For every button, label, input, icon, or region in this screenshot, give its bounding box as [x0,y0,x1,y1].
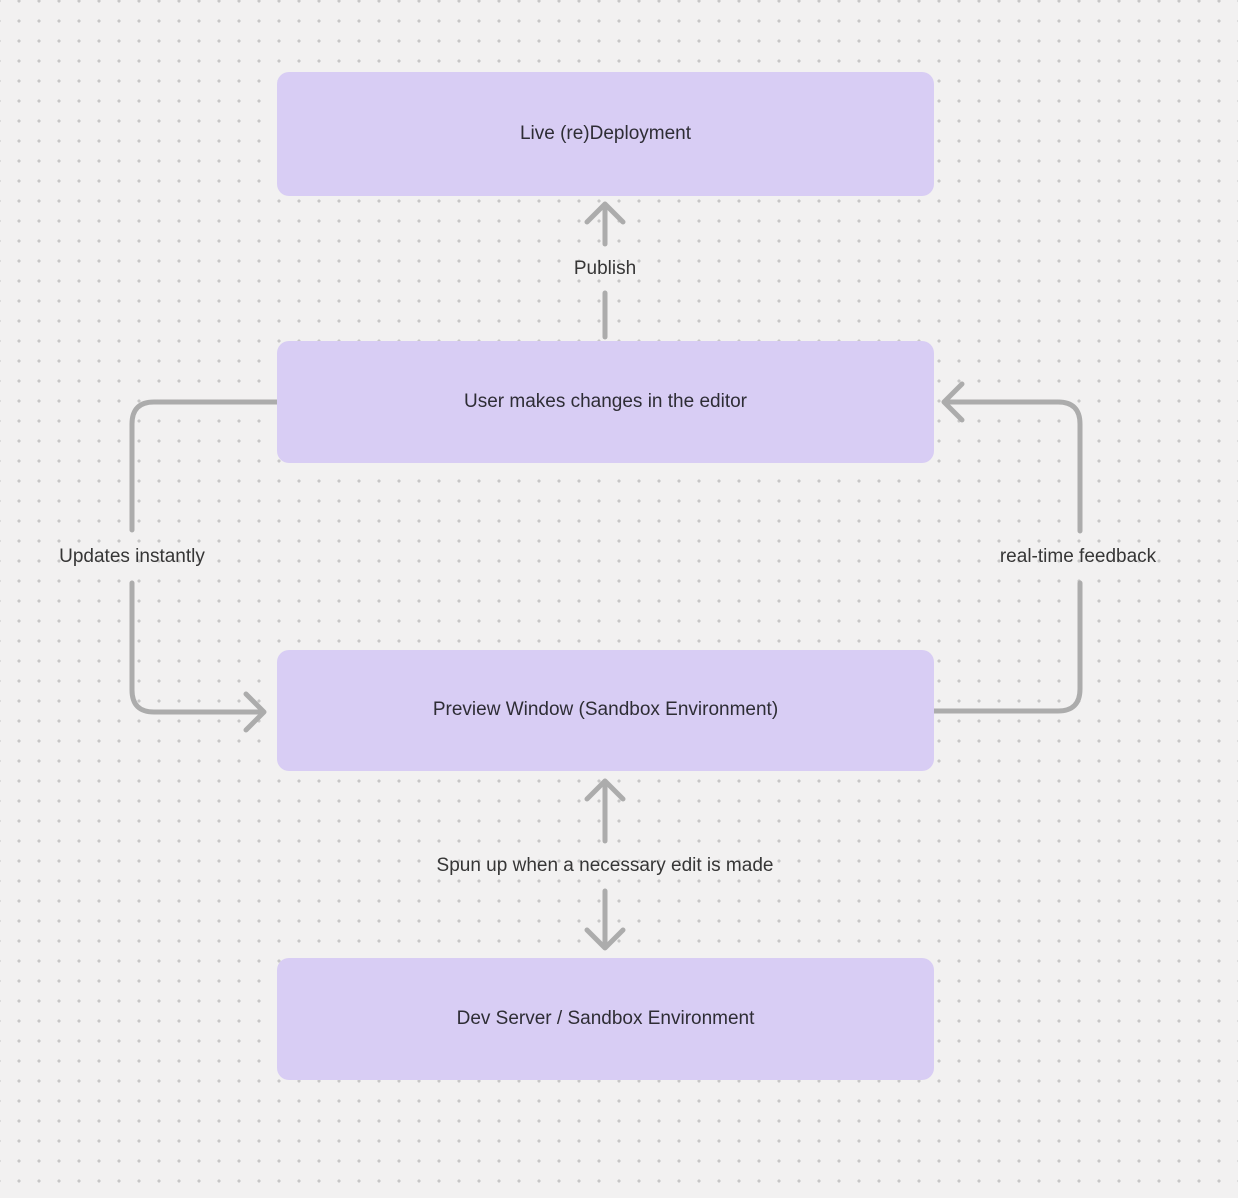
edge-realtime-feedback-arrow[interactable] [931,381,1083,714]
edge-label-realtime-feedback: real-time feedback [999,546,1157,567]
node-editor[interactable]: User makes changes in the editor [277,341,934,463]
arrowhead-up-icon [584,201,626,225]
node-editor-label: User makes changes in the editor [463,390,748,412]
node-preview-window[interactable]: Preview Window (Sandbox Environment) [277,650,934,771]
edge-updates-upper-segment [129,399,280,533]
edge-publish-arrow[interactable] [584,201,626,340]
node-live-deployment-label: Live (re)Deployment [519,122,692,144]
arrowhead-right-icon [243,691,267,733]
arrowhead-left-icon [941,381,965,423]
node-dev-server[interactable]: Dev Server / Sandbox Environment [277,958,934,1080]
edge-label-updates-instantly: Updates instantly [59,546,205,567]
node-dev-server-label: Dev Server / Sandbox Environment [456,1007,755,1029]
edge-updates-lower-segment [129,580,265,715]
arrowhead-down-icon [584,927,626,951]
node-live-deployment[interactable]: Live (re)Deployment [277,72,934,196]
edge-feedback-lower-segment [931,580,1083,714]
edge-feedback-upper-segment [943,399,1083,534]
arrowhead-up-icon [584,778,626,802]
edge-label-spun-up: Spun up when a necessary edit is made [436,855,774,876]
node-preview-window-label: Preview Window (Sandbox Environment) [432,699,779,721]
edge-spun-up-arrow[interactable] [584,778,626,951]
edge-label-publish: Publish [573,258,637,279]
edge-updates-instantly-arrow[interactable] [129,399,280,733]
